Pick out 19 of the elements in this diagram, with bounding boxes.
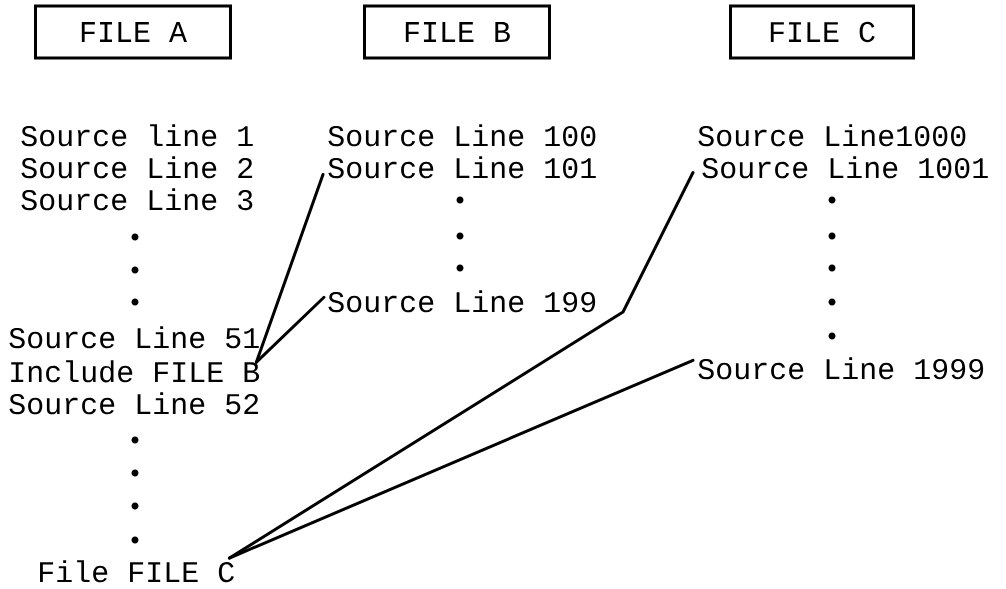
source-line: Source Line 101: [328, 156, 596, 179]
source-line: Source Line 100: [328, 124, 596, 147]
connector-line: [254, 295, 326, 364]
file-box: FILE B: [363, 4, 551, 60]
source-line: Source Line 51: [9, 326, 259, 349]
source-line: File FILE C: [40, 560, 234, 583]
source-line: Source Line 1001: [702, 156, 988, 179]
connector-line: [254, 173, 325, 364]
source-line: Source Line 52: [9, 392, 259, 415]
source-line: Source Line 199: [328, 290, 596, 313]
source-line: Source line 1: [21, 124, 253, 147]
source-line: Source Line 2: [21, 156, 253, 179]
source-line: Source Line1000: [698, 124, 966, 147]
source-line: Include FILE B: [11, 360, 260, 383]
source-line: Source Line 1999: [698, 357, 984, 380]
file-box: FILE C: [729, 4, 915, 60]
source-line: Source Line 3: [21, 188, 253, 211]
file-box: FILE A: [34, 4, 232, 60]
connector-line: [227, 358, 695, 560]
